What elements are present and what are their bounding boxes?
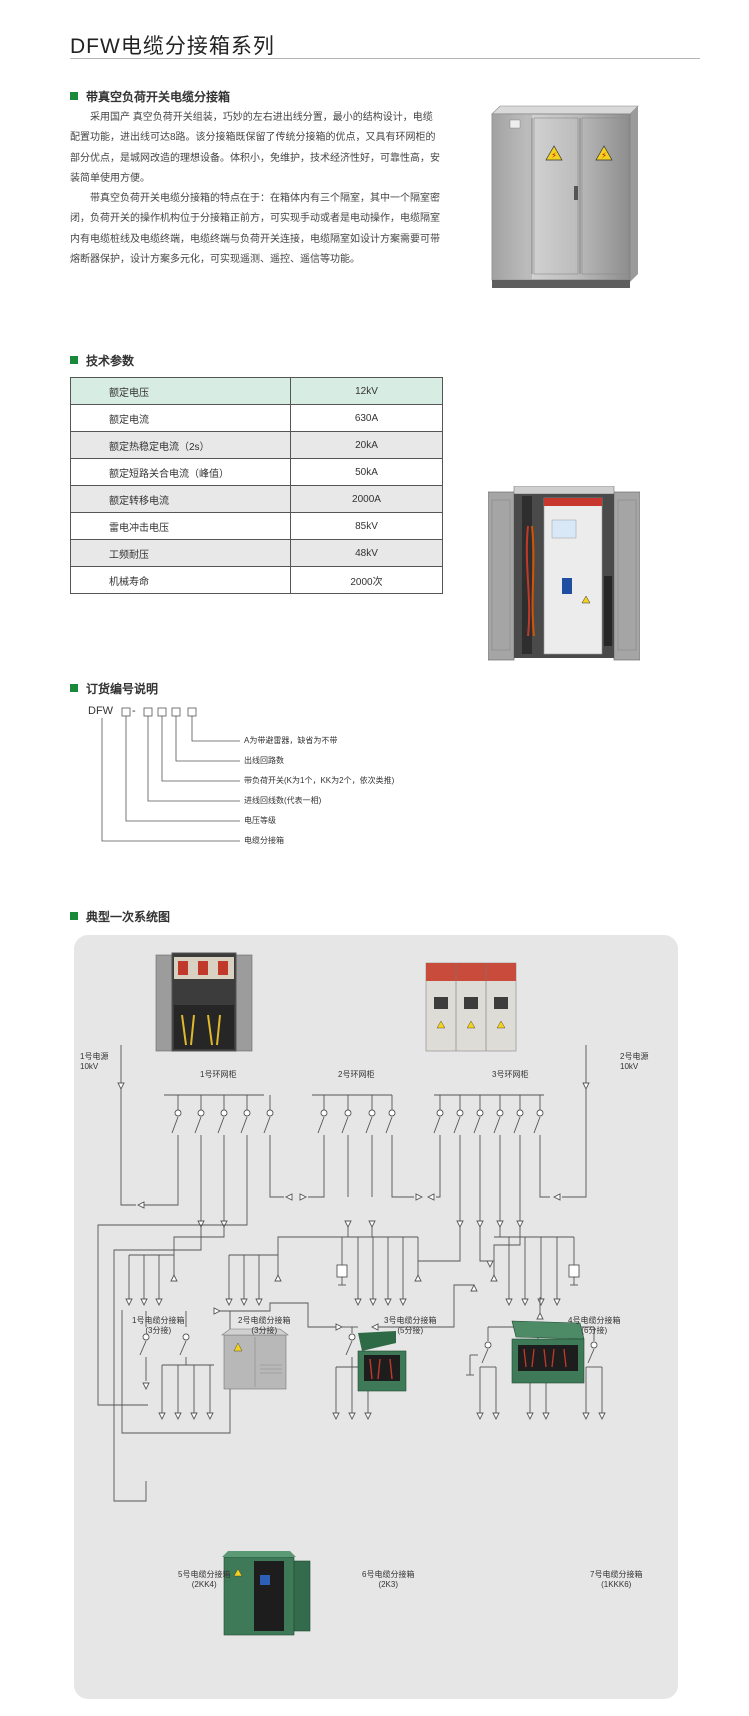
spec-name: 额定转移电流: [70, 485, 291, 513]
spec-value: 630A: [290, 404, 443, 432]
order-note: 电缆分接箱: [244, 836, 284, 845]
box-5-photo: [222, 1551, 311, 1636]
box-2-label: 2号电缆分接箱(3分接): [238, 1316, 291, 1335]
spec-name: 额定电流: [70, 404, 291, 432]
spec-value: 50kA: [290, 458, 443, 486]
spec-name: 雷电冲击电压: [70, 512, 291, 540]
spec-value: 2000A: [290, 485, 443, 513]
order-note: 电压等级: [244, 816, 276, 825]
intro-paragraph-2: 带真空负荷开关电缆分接箱的特点在于：在箱体内有三个隔室，其中一个隔室密闭，负荷开…: [70, 193, 440, 266]
code-slot: [121, 707, 131, 717]
svg-text:⚡: ⚡: [601, 151, 607, 160]
square-bullet-icon: [70, 684, 78, 692]
box-2-photo: [221, 1328, 289, 1390]
order-note: 带负荷开关(K为1个，KK为2个，依次类推): [244, 776, 395, 785]
single-line-diagram: [97, 952, 606, 1636]
box-3-photo: [357, 1331, 407, 1392]
box-4-photo: [511, 1320, 585, 1384]
code-slot: [157, 707, 167, 717]
spec-name: 额定短路关合电流（峰值）: [70, 458, 291, 486]
box-4-label: 4号电缆分接箱(6分接): [568, 1316, 621, 1335]
box-1-label: 1号电缆分接箱(3分接): [132, 1316, 185, 1335]
square-bullet-icon: [70, 912, 78, 920]
box-5-label: 5号电缆分接箱(2KK4): [178, 1570, 231, 1589]
cabinet-closed-photo: ⚡ ⚡: [491, 105, 639, 288]
spec-value: 12kV: [290, 377, 443, 405]
ring-unit-1-label: 1号环网柜: [200, 1070, 237, 1079]
svg-text:⚡: ⚡: [551, 151, 557, 160]
square-bullet-icon: [70, 356, 78, 364]
title-divider: [70, 58, 700, 59]
spec-name: 工频耐压: [70, 539, 291, 567]
section-heading-intro: 带真空负荷开关电缆分接箱: [70, 88, 230, 105]
spec-name: 额定电压: [70, 377, 291, 405]
order-note: 出线回路数: [244, 756, 284, 765]
spec-value: 2000次: [290, 566, 443, 594]
ring-unit-2-label: 2号环网柜: [338, 1070, 375, 1079]
square-bullet-icon: [70, 92, 78, 100]
page-title: DFW电缆分接箱系列: [70, 35, 275, 58]
order-code-diagram: DFW - A为带避雷器，缺省为不带 出线回路数 带负荷开关(K为1个，KK为2…: [0, 700, 749, 860]
ring-unit-3-photo: [425, 962, 517, 1052]
code-slot: [187, 707, 197, 717]
spec-name: 额定热稳定电流（2s）: [70, 431, 291, 459]
spec-value: 20kA: [290, 431, 443, 459]
intro-text: 采用国产 真空负荷开关组装，巧妙的左右进出线分置，最小的结构设计，电缆配置功能，…: [70, 108, 442, 270]
code-slot: [171, 707, 181, 717]
code-slot: [143, 707, 153, 717]
section-heading-specs: 技术参数: [70, 352, 134, 369]
order-note: A为带避雷器，缺省为不带: [244, 736, 338, 745]
table-row: 额定短路关合电流（峰值）50kA: [70, 458, 443, 486]
order-code-dash: -: [132, 705, 136, 717]
box-7-label: 7号电缆分接箱(1KKK6): [590, 1570, 643, 1589]
system-diagram-panel: [74, 935, 678, 1699]
spec-name: 机械寿命: [70, 566, 291, 594]
section-heading-order: 订货编号说明: [70, 680, 158, 697]
order-code-prefix: DFW: [88, 705, 114, 717]
box-6-label: 6号电缆分接箱(2K3): [362, 1570, 415, 1589]
cabinet-open-photo: [488, 486, 640, 661]
box-3-label: 3号电缆分接箱(5分接): [384, 1316, 437, 1335]
order-code-leader-lines: [101, 707, 240, 842]
ring-unit-1-photo: [155, 952, 253, 1052]
intro-paragraph-1: 采用国产 真空负荷开关组装，巧妙的左右进出线分置，最小的结构设计，电缆配置功能，…: [70, 112, 440, 184]
spec-value: 85kV: [290, 512, 443, 540]
order-note: 进线回线数(代表一相): [244, 796, 322, 805]
section-heading-diagram: 典型一次系统图: [70, 908, 170, 925]
ring-unit-3-label: 3号环网柜: [492, 1070, 529, 1079]
spec-value: 48kV: [290, 539, 443, 567]
table-row: 额定热稳定电流（2s）20kA: [70, 431, 443, 459]
